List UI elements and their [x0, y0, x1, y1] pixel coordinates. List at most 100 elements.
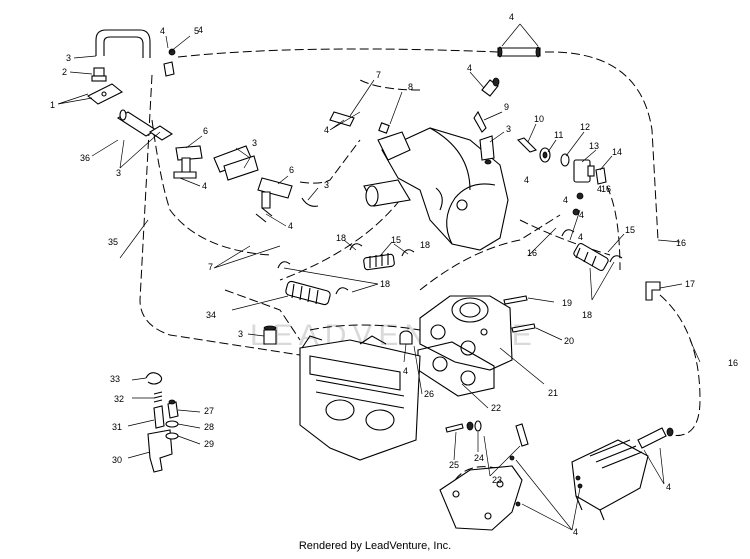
tube-36	[116, 109, 158, 137]
callout-3: 3	[116, 168, 121, 178]
leader-lines	[57, 23, 701, 531]
callout-18: 18	[582, 310, 592, 320]
hose-routes	[139, 48, 701, 481]
tee-fitting-6-upper	[173, 145, 203, 179]
callout-4: 4	[573, 527, 578, 537]
tube-7-top	[329, 111, 355, 127]
callout-3: 3	[238, 329, 243, 339]
callout-4: 4	[288, 221, 293, 231]
screw-27	[167, 399, 179, 419]
fitting-4-top	[481, 77, 500, 97]
callout-33: 33	[110, 374, 120, 384]
callout-21: 21	[548, 388, 558, 398]
clip-33	[145, 372, 163, 385]
callout-7: 7	[208, 262, 213, 272]
callout-4: 4	[324, 125, 329, 135]
callout-23: 23	[492, 475, 502, 485]
tee-fitting-6-lower	[257, 177, 293, 209]
callout-35: 35	[108, 237, 118, 247]
callout-27: 27	[204, 406, 214, 416]
clamps-4-bottom	[509, 455, 583, 507]
callout-4: 4	[578, 232, 583, 242]
bolt-20	[511, 323, 536, 333]
callout-4: 4	[467, 63, 472, 73]
callout-28: 28	[204, 422, 214, 432]
callout-10: 10	[534, 114, 544, 124]
oring-29	[165, 432, 179, 440]
washer-12	[560, 153, 570, 167]
callout-2: 2	[62, 67, 67, 77]
callout-16: 16	[728, 358, 738, 368]
spring-32	[153, 391, 163, 403]
callout-13: 13	[589, 141, 599, 151]
clamp-4-right	[572, 192, 584, 216]
callout-4: 4	[160, 26, 165, 36]
callout-19: 19	[562, 298, 572, 308]
hose-34	[285, 280, 331, 306]
callout-4: 4	[524, 175, 529, 185]
callout-14: 14	[612, 147, 622, 157]
callout-29: 29	[204, 439, 214, 449]
callout-16: 16	[527, 248, 537, 258]
exhaust-muffler	[363, 127, 509, 251]
manifold-21	[419, 295, 513, 371]
elbow-17	[645, 281, 661, 301]
callout-6: 6	[289, 165, 294, 175]
callout-22: 22	[491, 403, 501, 413]
callout-8: 8	[408, 82, 413, 92]
callout-4: 4	[198, 25, 203, 35]
callout-labels: 1 2 3 3 3 3 3 3 4 4 4 4 4 4 4 4 4 4 4 4 …	[50, 12, 738, 537]
callout-5: 5	[194, 26, 199, 36]
hose-clamp-4	[255, 197, 319, 223]
tube-right-bottom	[637, 427, 674, 449]
callout-6: 6	[203, 126, 208, 136]
needle-31	[153, 405, 165, 429]
credit-text: Rendered by LeadVenture, Inc.	[298, 540, 452, 552]
washer-28	[165, 420, 179, 428]
nut-11	[539, 147, 551, 163]
elbow-3-lower	[263, 325, 277, 345]
callout-18: 18	[336, 233, 346, 243]
callout-26: 26	[424, 389, 434, 399]
callout-12: 12	[580, 122, 590, 132]
callout-31: 31	[112, 422, 122, 432]
connector-top-4	[497, 46, 541, 58]
callout-9: 9	[504, 102, 509, 112]
cover-plate	[439, 465, 523, 531]
pin-23	[515, 423, 529, 447]
callout-3: 3	[66, 53, 71, 63]
callout-18: 18	[420, 240, 430, 250]
gasket-1	[86, 83, 124, 105]
callout-30: 30	[112, 455, 122, 465]
callout-4: 4	[579, 210, 584, 220]
clamps-18	[277, 229, 623, 295]
plug-14	[595, 167, 607, 185]
cylinder-block	[299, 335, 421, 461]
callout-4: 4	[202, 181, 207, 191]
callout-32: 32	[114, 394, 124, 404]
callout-25: 25	[449, 460, 459, 470]
washer-24	[474, 420, 482, 432]
callout-24: 24	[474, 453, 484, 463]
callout-15: 15	[625, 225, 635, 235]
callout-16: 16	[601, 184, 611, 194]
callout-7: 7	[376, 70, 381, 80]
fitting-5	[163, 48, 176, 77]
callout-4: 4	[403, 366, 408, 376]
callout-16: 16	[676, 238, 686, 248]
callout-4: 4	[563, 195, 568, 205]
fitting-2	[91, 67, 107, 82]
callout-3: 3	[252, 138, 257, 148]
hose-15-center	[363, 253, 395, 271]
sensor-13	[573, 159, 595, 183]
screw-9	[473, 110, 487, 133]
elbow-hose-3	[95, 29, 151, 58]
callout-1: 1	[50, 100, 55, 110]
callout-15: 15	[391, 235, 401, 245]
hose-15-right	[573, 242, 609, 272]
callout-34: 34	[206, 310, 216, 320]
bolt-25	[445, 421, 474, 433]
callout-4: 4	[666, 482, 671, 492]
callout-11: 11	[554, 130, 563, 140]
